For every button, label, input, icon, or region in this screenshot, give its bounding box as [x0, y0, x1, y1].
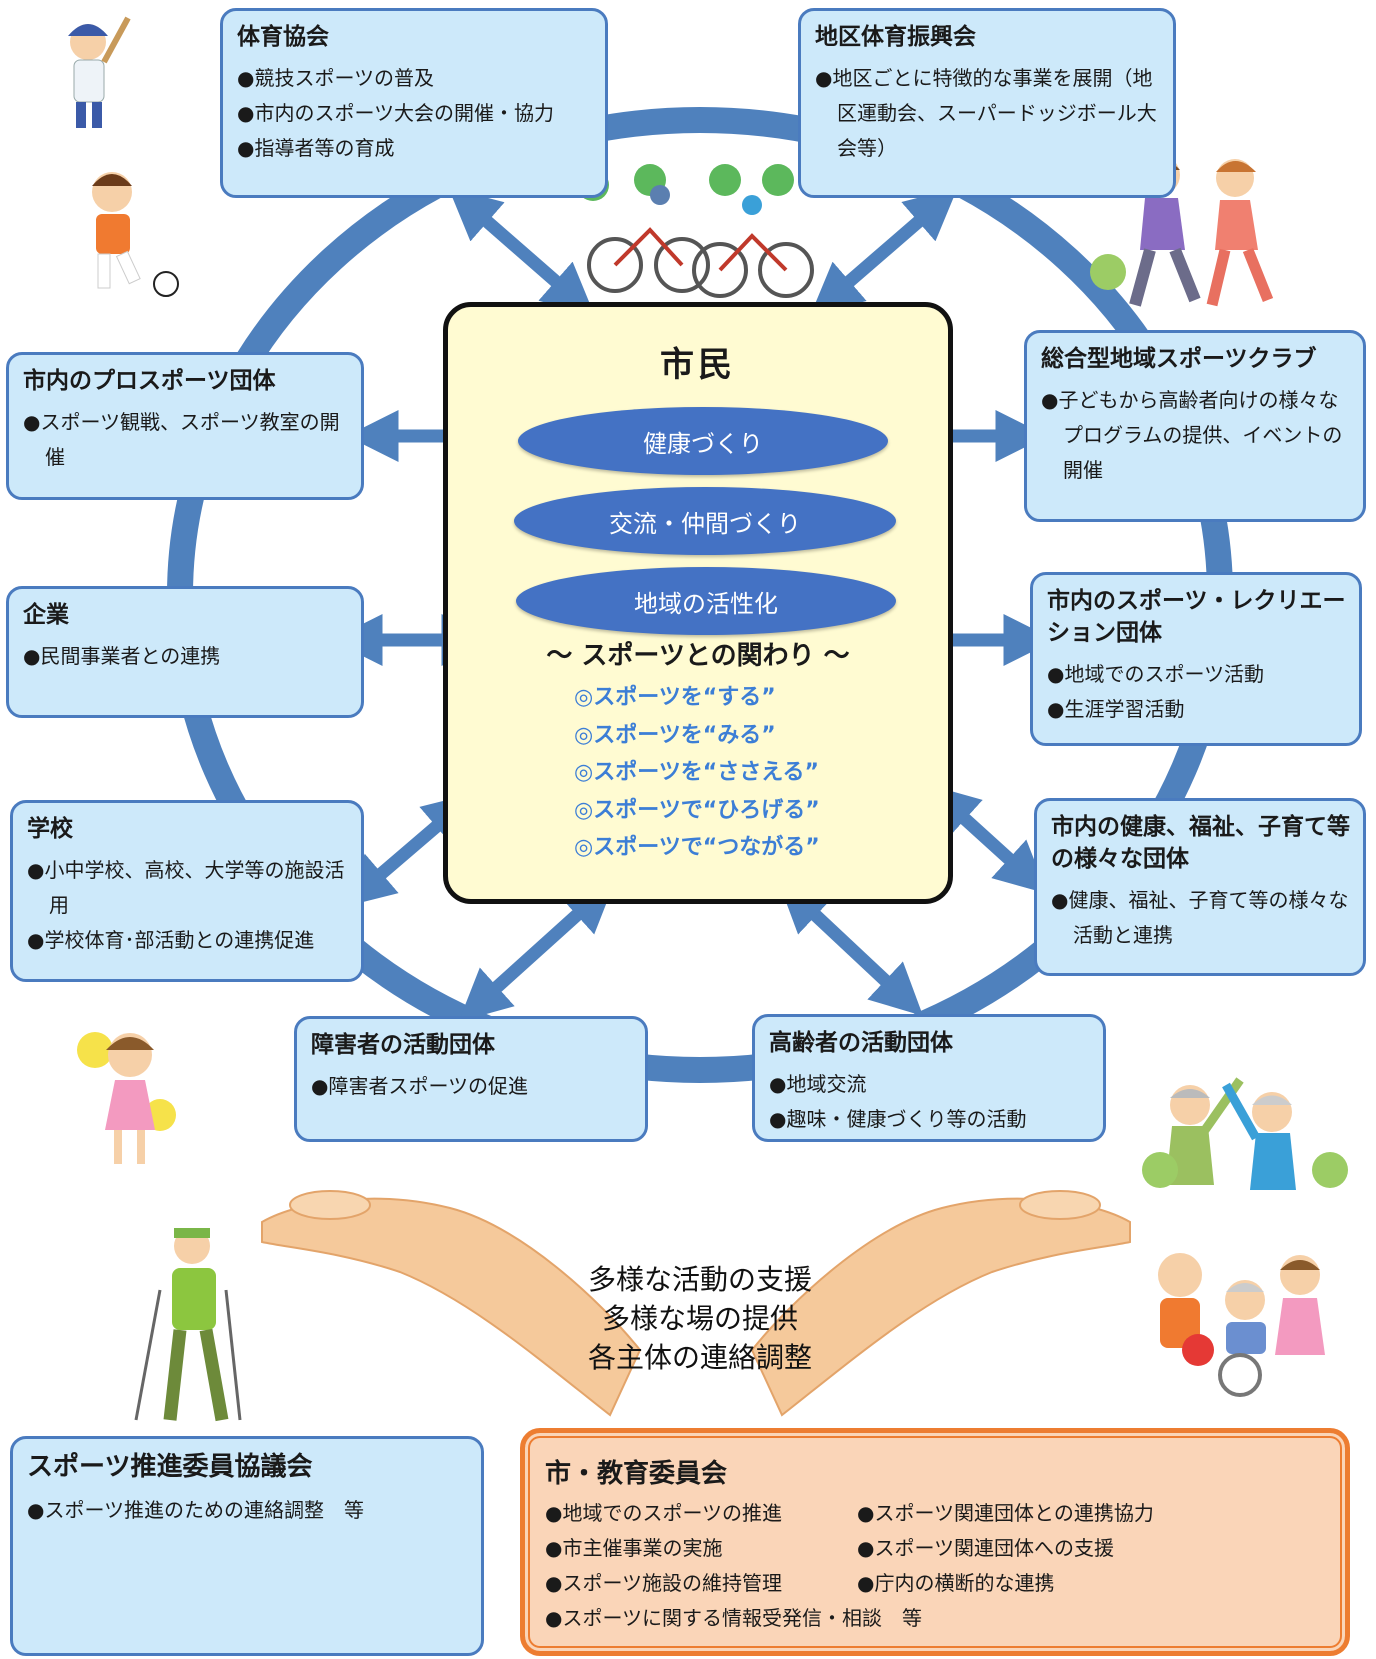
city-items: 地域でのスポーツの推進スポーツ関連団体との連携協力 市主催事業の実施スポーツ関連…: [545, 1496, 1345, 1636]
support-line: 各主体の連絡調整: [587, 1341, 812, 1374]
org-item: 障害者スポーツの促進: [311, 1069, 633, 1104]
relation-item: ◎スポーツを“ささえる”: [574, 760, 820, 785]
org-items: 子どもから高齢者向けの様々なプログラムの提供、イベントの開催: [1041, 383, 1351, 488]
arrow-fukushi: [926, 784, 1048, 894]
city-item: スポーツ施設の維持管理: [545, 1566, 857, 1601]
org-title: 企業: [23, 602, 69, 628]
support-text: 多様な活動の支援 多様な場の提供 各主体の連絡調整: [540, 1260, 860, 1377]
org-item: 学校体育･部活動との連携促進: [27, 923, 349, 958]
org-items: 地域でのスポーツ活動 生涯学習活動: [1047, 657, 1347, 727]
org-title: スポーツ推進委員協議会: [27, 1452, 313, 1482]
org-title: 障害者の活動団体: [311, 1032, 495, 1058]
arrow-shogai: [458, 880, 616, 1022]
relation-item: ◎スポーツで“ひろげる”: [574, 797, 820, 823]
org-item: 生涯学習活動: [1047, 692, 1347, 727]
org-items: 地域交流 趣味・健康づくり等の活動: [769, 1067, 1091, 1137]
city-title: 市・教育委員会: [545, 1459, 728, 1489]
citizen-box: 市民 健康づくり 交流・仲間づくり 地域の活性化 ～ スポーツとの関わり ～ ◎…: [443, 302, 953, 904]
relation-item: ◎スポーツを“みる”: [574, 722, 776, 748]
open-hands-icon: [261, 1190, 1131, 1417]
relation-title: ～ スポーツとの関わり ～: [546, 641, 850, 671]
org-title: 市内の健康、福祉、子育て等の様々な団体: [1051, 814, 1350, 873]
org-item: 地域でのスポーツ活動: [1047, 657, 1347, 692]
org-sogo-sports-club: 総合型地域スポーツクラブ 子どもから高齢者向けの様々なプログラムの提供、イベント…: [1024, 330, 1366, 522]
org-items: 地区ごとに特徴的な事業を展開（地区運動会、スーパードッジボール大会等）: [815, 61, 1161, 166]
org-item: スポーツ観戦、スポーツ教室の開催: [23, 405, 349, 475]
arrow-gakko: [342, 792, 476, 908]
org-title: 体育協会: [237, 24, 329, 50]
arrow-koreisha: [777, 880, 924, 1016]
org-pro-sports: 市内のプロスポーツ団体 スポーツ観戦、スポーツ教室の開催: [6, 352, 364, 500]
org-item: 趣味・健康づくり等の活動: [769, 1102, 1091, 1137]
family-icon: [1158, 1253, 1325, 1397]
org-title: 市内のプロスポーツ団体: [23, 368, 276, 394]
goal-community: 地域の活性化: [516, 567, 896, 635]
goal-health: 健康づくり: [518, 407, 888, 475]
seniors-stretching-icon: [1142, 1077, 1348, 1190]
org-taiiku-kyokai: 体育協会 競技スポーツの普及 市内のスポーツ大会の開催・協力 指導者等の育成: [220, 8, 608, 198]
cyclists-icon: [577, 164, 814, 298]
org-items: 健康、福祉、子育て等の様々な活動と連携: [1051, 883, 1351, 953]
org-item: 地区ごとに特徴的な事業を展開（地区運動会、スーパードッジボール大会等）: [815, 61, 1161, 166]
org-item: 民間事業者との連携: [23, 639, 349, 674]
hiker-icon: [134, 1228, 242, 1422]
citizen-title: 市民: [660, 345, 736, 385]
support-line: 多様な活動の支援: [587, 1263, 812, 1296]
org-recreation: 市内のスポーツ・レクリエーション団体 地域でのスポーツ活動 生涯学習活動: [1030, 572, 1362, 746]
arrow-taiiku: [448, 187, 595, 316]
org-item: 子どもから高齢者向けの様々なプログラムの提供、イベントの開催: [1041, 383, 1351, 488]
org-title: 市内のスポーツ・レクリエーション団体: [1047, 588, 1346, 647]
org-items: 障害者スポーツの促進: [311, 1069, 633, 1104]
city-board-of-education: 市・教育委員会 地域でのスポーツの推進スポーツ関連団体との連携協力 市主催事業の…: [520, 1428, 1350, 1656]
city-item: スポーツに関する情報受発信・相談 等: [545, 1601, 1305, 1636]
org-item: 市内のスポーツ大会の開催・協力: [237, 96, 593, 131]
city-item: スポーツ関連団体との連携協力: [857, 1496, 1153, 1531]
baseball-player-icon: [68, 16, 131, 128]
city-item: スポーツ関連団体への支援: [857, 1531, 1114, 1566]
org-items: 民間事業者との連携: [23, 639, 349, 674]
org-title: 学校: [27, 816, 73, 842]
org-shogaisha: 障害者の活動団体 障害者スポーツの促進: [294, 1016, 648, 1142]
relation-list: ◎スポーツを“する” ◎スポーツを“みる” ◎スポーツを“ささえる” ◎スポーツ…: [574, 679, 820, 867]
org-title: 総合型地域スポーツクラブ: [1041, 346, 1317, 372]
org-item: 地域交流: [769, 1067, 1091, 1102]
org-item: 健康、福祉、子育て等の様々な活動と連携: [1051, 883, 1351, 953]
soccer-boy-icon: [92, 172, 179, 297]
city-item: 市主催事業の実施: [545, 1531, 857, 1566]
org-title: 地区体育振興会: [815, 24, 976, 50]
org-gakko: 学校 小中学校、高校、大学等の施設活用 学校体育･部活動との連携促進: [10, 800, 364, 982]
org-title: 高齢者の活動団体: [769, 1030, 953, 1056]
relation-item: ◎スポーツを“する”: [574, 685, 776, 710]
arrow-chiku: [810, 187, 958, 316]
org-items: スポーツ推進のための連絡調整 等: [27, 1493, 469, 1528]
org-kenko-fukushi: 市内の健康、福祉、子育て等の様々な団体 健康、福祉、子育て等の様々な活動と連携: [1034, 798, 1366, 976]
org-item: 指導者等の育成: [237, 131, 593, 166]
org-item: 競技スポーツの普及: [237, 61, 593, 96]
support-line: 多様な場の提供: [601, 1302, 798, 1335]
org-chiku-taiiku-shinkokai: 地区体育振興会 地区ごとに特徴的な事業を展開（地区運動会、スーパードッジボール大…: [798, 8, 1176, 198]
goal-exchange: 交流・仲間づくり: [514, 487, 896, 555]
cheerleader-icon: [77, 1032, 176, 1164]
org-items: スポーツ観戦、スポーツ教室の開催: [23, 405, 349, 475]
org-koreisha: 高齢者の活動団体 地域交流 趣味・健康づくり等の活動: [752, 1014, 1106, 1142]
org-item: 小中学校、高校、大学等の施設活用: [27, 853, 349, 923]
org-items: 競技スポーツの普及 市内のスポーツ大会の開催・協力 指導者等の育成: [237, 61, 593, 166]
relation-item: ◎スポーツで“つながる”: [574, 835, 820, 860]
org-kigyo: 企業 民間事業者との連携: [6, 586, 364, 718]
city-item: 地域でのスポーツの推進: [545, 1496, 857, 1531]
org-item: スポーツ推進のための連絡調整 等: [27, 1493, 469, 1528]
org-items: 小中学校、高校、大学等の施設活用 学校体育･部活動との連携促進: [27, 853, 349, 958]
org-sports-suishin-iin: スポーツ推進委員協議会 スポーツ推進のための連絡調整 等: [10, 1436, 484, 1656]
city-item: 庁内の横断的な連携: [857, 1566, 1054, 1601]
